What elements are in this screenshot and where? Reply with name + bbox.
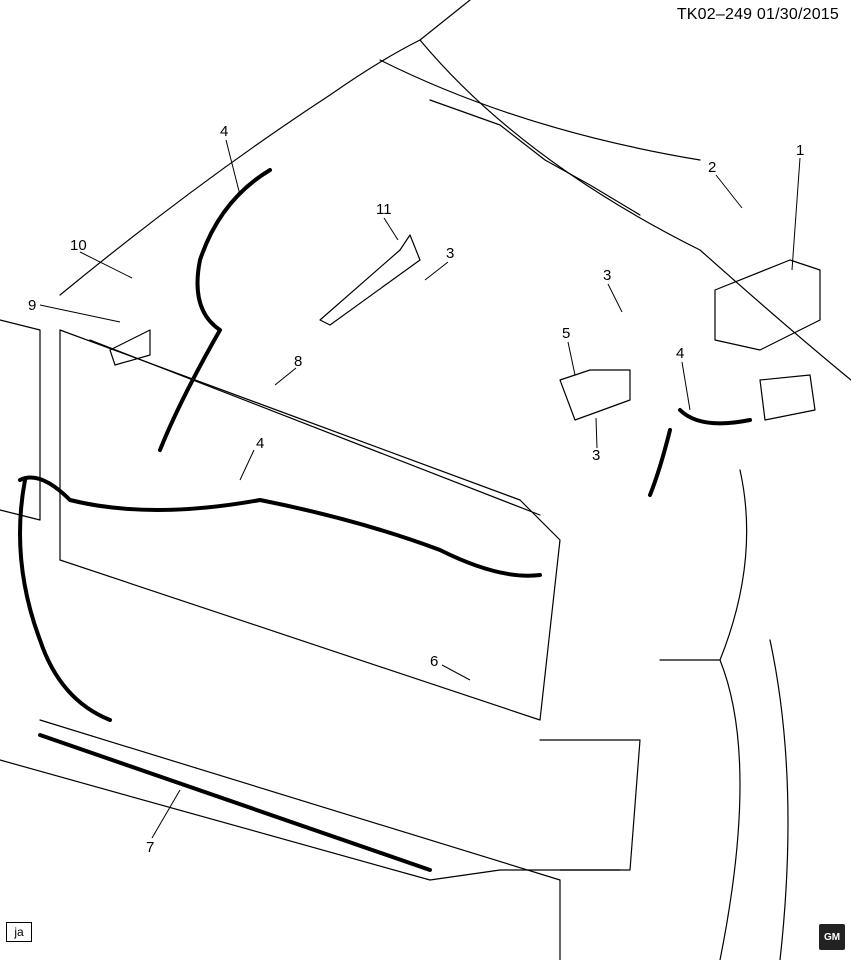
callout-8: 8 [294,353,302,370]
bumper-bottom [0,759,621,881]
wheel-arch [719,659,741,960]
fuse-block-cover [759,374,816,421]
windshield-wiper [429,99,641,216]
callout-5: 5 [562,325,570,342]
right-harness-4 [648,408,752,497]
callout-10: 10 [70,237,87,254]
illustrator-initials: ja [6,922,32,942]
right-fender [699,249,851,381]
hood-rear-edge [419,39,701,251]
upper-harness-4 [158,168,272,452]
fog-lamp-opening [539,739,641,871]
callout-3b: 3 [603,267,611,284]
bumper-face [39,719,561,960]
callout-7: 7 [146,839,154,856]
callout-11: 11 [376,201,392,218]
callout-9: 9 [28,297,36,314]
callout-2: 2 [708,159,716,176]
callout-3c: 3 [592,447,600,464]
left-headlamp [0,319,41,521]
front-harness-7 [38,733,432,872]
callout-3a: 3 [446,245,454,262]
gm-logo: GM [819,924,845,950]
hood-front-line [379,59,701,161]
callout-4c: 4 [676,345,684,362]
fuse-block-1 [714,259,821,351]
left-harness-drop [18,478,112,722]
right-fender-lower [659,469,748,661]
callout-4b: 4 [256,435,264,452]
bracket-5 [559,369,631,421]
upper-tie-bar [89,339,541,516]
main-harness [18,475,542,578]
radiator-support [59,329,561,721]
fender-edge [769,639,789,960]
callout-4a: 4 [220,123,228,140]
diagram-code: TK02–249 01/30/2015 [676,6,839,23]
bracket-11 [319,234,421,326]
callout-6: 6 [430,653,438,670]
bracket-9 [109,329,151,366]
callout-1: 1 [796,142,804,159]
hood-outline [59,0,471,296]
